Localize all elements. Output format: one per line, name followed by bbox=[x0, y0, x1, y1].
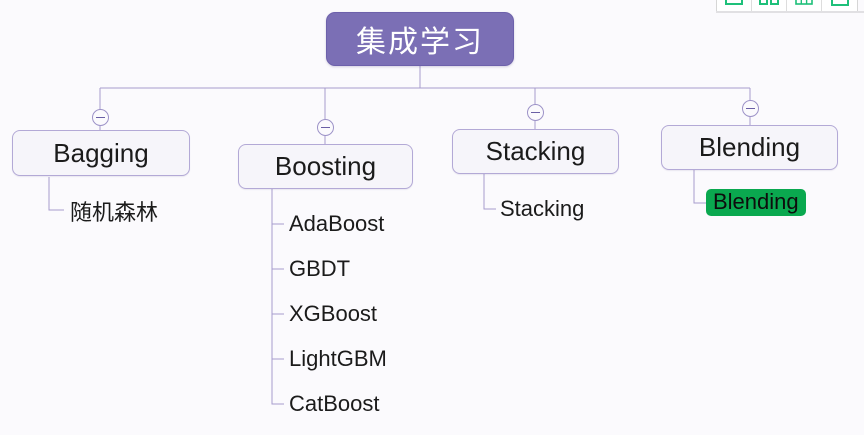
branch-node-label: Blending bbox=[698, 132, 801, 162]
leaf-node-label: GBDT bbox=[289, 256, 351, 281]
branch-node-boosting[interactable]: Boosting bbox=[238, 144, 413, 189]
collapse-toggle-bagging[interactable] bbox=[92, 109, 109, 126]
toolbar-shadow bbox=[716, 11, 864, 13]
leaf-node-random-forest[interactable]: 随机森林 bbox=[70, 198, 159, 226]
root-node[interactable]: 集成学习 bbox=[326, 12, 514, 66]
leaf-node-adaboost[interactable]: AdaBoost bbox=[289, 211, 384, 237]
shape-toolbar[interactable] bbox=[716, 0, 858, 11]
branch-node-label: Stacking bbox=[485, 136, 586, 166]
root-node-label: 集成学习 bbox=[356, 25, 484, 60]
leaf-node-label: 随机森林 bbox=[70, 201, 159, 226]
leaf-node-stacking[interactable]: Stacking bbox=[500, 196, 584, 222]
collapse-toggle-stacking[interactable] bbox=[527, 104, 544, 121]
branch-node-label: Bagging bbox=[53, 137, 149, 168]
branch-node-label: Boosting bbox=[274, 151, 377, 181]
leaf-node-blending[interactable]: Blending bbox=[706, 189, 806, 216]
branch-node-bagging[interactable]: Bagging bbox=[12, 130, 190, 176]
leaf-node-label: Blending bbox=[713, 188, 799, 214]
leaf-node-label: Stacking bbox=[500, 196, 585, 221]
leaf-node-label: AdaBoost bbox=[289, 211, 385, 236]
branch-node-stacking[interactable]: Stacking bbox=[452, 129, 619, 174]
collapse-toggle-boosting[interactable] bbox=[317, 119, 334, 136]
leaf-node-label: LightGBM bbox=[289, 346, 387, 371]
leaf-node-xgboost[interactable]: XGBoost bbox=[289, 301, 377, 327]
rectangle-shape-icon[interactable] bbox=[717, 0, 752, 11]
frame-shape-icon[interactable] bbox=[822, 0, 857, 11]
leaf-node-label: XGBoost bbox=[289, 301, 378, 326]
leaf-node-gbdt[interactable]: GBDT bbox=[289, 256, 350, 282]
branch-node-blending[interactable]: Blending bbox=[661, 125, 838, 170]
collapse-toggle-blending[interactable] bbox=[742, 100, 759, 117]
leaf-node-lightgbm[interactable]: LightGBM bbox=[289, 346, 387, 372]
leaf-node-label: CatBoost bbox=[289, 391, 380, 416]
table-shape-icon[interactable] bbox=[787, 0, 822, 11]
leaf-node-catboost[interactable]: CatBoost bbox=[289, 391, 380, 417]
split-shape-icon[interactable] bbox=[752, 0, 787, 11]
